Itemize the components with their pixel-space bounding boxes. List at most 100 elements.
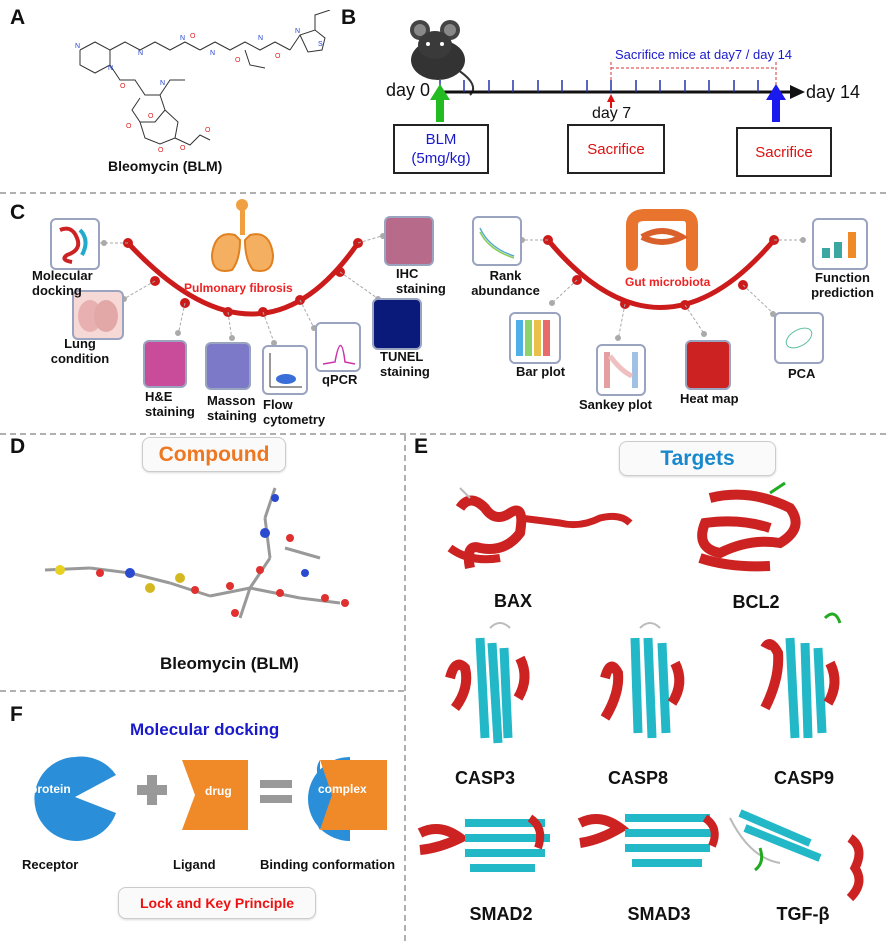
tunel-staining-label: TUNEL staining (380, 349, 430, 379)
panel-label-d: D (10, 435, 26, 458)
svg-text:O: O (190, 33, 196, 40)
sacrifice-label-day14: Sacrifice (755, 143, 813, 161)
molecular-docking-thumbnail (50, 218, 100, 270)
casp3-label: CASP3 (454, 768, 516, 788)
drug-shape (182, 760, 248, 830)
protein-shape (34, 756, 116, 841)
svg-text:O: O (158, 147, 164, 154)
divider-left-bottom (0, 690, 404, 692)
ligand-label: Ligand (173, 857, 216, 872)
panel-a-caption: Bleomycin (BLM) (108, 158, 223, 174)
panel-d-caption: Bleomycin (BLM) (160, 654, 299, 673)
casp3-structure (445, 622, 530, 744)
bleomycin-structure-drawing: NNN NNN NSN OOO OOO OOO (75, 10, 331, 154)
svg-text:N: N (138, 50, 143, 57)
svg-text:O: O (126, 123, 132, 130)
smad3-structure (577, 814, 719, 867)
panel-label-f: F (10, 703, 23, 726)
molecular-docking-title: Molecular docking (130, 720, 280, 739)
receptor-label: Receptor (22, 857, 79, 872)
bax-label: BAX (493, 591, 532, 611)
qpcr-label: qPCR (322, 372, 358, 387)
rank-abundance-label: Rank abundance (471, 268, 540, 298)
tgfb-label: TGF-β (776, 904, 830, 924)
molecular-docking-label: Molecular docking (32, 268, 93, 298)
timeline-graphic (410, 20, 805, 122)
complex-drug-shape (320, 760, 387, 830)
svg-text:O: O (275, 53, 281, 60)
ihc-staining-thumbnail (384, 216, 434, 266)
sacrifice-box-day7: Sacrifice (567, 124, 665, 174)
workflow-arcs (100, 199, 806, 346)
casp8-structure (600, 622, 685, 739)
casp9-structure (760, 612, 842, 739)
he-staining-thumbnail (143, 340, 187, 388)
svg-text:N: N (180, 35, 185, 42)
svg-text:N: N (258, 35, 263, 42)
divider-top (0, 192, 886, 194)
svg-text:O: O (180, 145, 186, 152)
day14-label: day 14 (806, 82, 861, 102)
targets-header: Targets (619, 441, 776, 476)
day7-label: day 7 (592, 105, 632, 122)
svg-text:N: N (160, 80, 165, 87)
gut-microbiota-title: Gut microbiota (625, 275, 711, 289)
panel-label-e: E (414, 435, 429, 458)
panel-label-b: B (341, 6, 357, 29)
bar-plot-label: Bar plot (516, 364, 566, 379)
svg-text:N: N (75, 43, 80, 50)
svg-text:N: N (295, 28, 300, 35)
svg-text:N: N (108, 65, 113, 72)
heat-map-label: Heat map (680, 391, 739, 406)
smad2-label: SMAD2 (469, 904, 533, 924)
bar-plot-thumbnail (509, 312, 561, 364)
lungs-icon (210, 199, 275, 272)
divider-vertical (404, 435, 406, 941)
complex-text: complex (318, 782, 367, 796)
he-staining-label: H&E staining (145, 389, 195, 419)
lock-and-key-badge: Lock and Key Principle (118, 887, 316, 919)
tgfb-structure (729, 809, 864, 902)
svg-text:O: O (235, 57, 241, 64)
sacrifice-label-day7: Sacrifice (587, 140, 645, 158)
panel-label-a: A (10, 6, 26, 29)
bcl2-label: BCL2 (732, 592, 780, 612)
divider-middle (0, 433, 886, 435)
pulmonary-fibrosis-title: Pulmonary fibrosis (184, 281, 293, 295)
sacrifice-box-day14: Sacrifice (736, 127, 832, 177)
compound-header: Compound (142, 437, 286, 472)
bax-structure (447, 487, 633, 569)
binding-conformation-label: Binding conformation (260, 857, 396, 872)
function-prediction-thumbnail (812, 218, 868, 270)
intestine-icon (626, 209, 698, 271)
panel-label-c: C (10, 201, 26, 224)
svg-text:O: O (120, 83, 126, 90)
ihc-staining-label: IHC staining (396, 266, 446, 296)
tunel-staining-thumbnail (372, 298, 422, 350)
lung-condition-label: Lung condition (50, 336, 110, 366)
sankey-plot-thumbnail (596, 344, 646, 396)
rank-abundance-thumbnail (472, 216, 522, 266)
drug-text: drug (205, 784, 232, 798)
lung-condition-thumbnail (72, 290, 124, 340)
smad2-structure (417, 814, 550, 872)
heat-map-thumbnail (685, 340, 731, 390)
day0-label: day 0 (386, 80, 431, 100)
equals-icon (260, 780, 292, 788)
blm-label: BLM (425, 131, 457, 148)
svg-text:O: O (205, 127, 211, 134)
flow-cytometry-thumbnail (262, 345, 308, 395)
smad3-label: SMAD3 (627, 904, 691, 924)
bcl2-structure (697, 481, 801, 572)
svg-text:N: N (210, 50, 215, 57)
svg-text:O: O (148, 113, 154, 120)
sankey-plot-label: Sankey plot (579, 397, 652, 412)
masson-staining-label: Masson staining (207, 393, 257, 423)
protein-text: protein (30, 782, 71, 796)
casp9-label: CASP9 (773, 768, 835, 788)
sacrifice-note: Sacrifice mice at day7 / day 14 (615, 47, 793, 62)
casp8-label: CASP8 (607, 768, 669, 788)
blm-dose-label: (5mg/kg) (411, 150, 471, 167)
pca-label: PCA (788, 366, 816, 381)
docking-diagram (34, 756, 387, 841)
